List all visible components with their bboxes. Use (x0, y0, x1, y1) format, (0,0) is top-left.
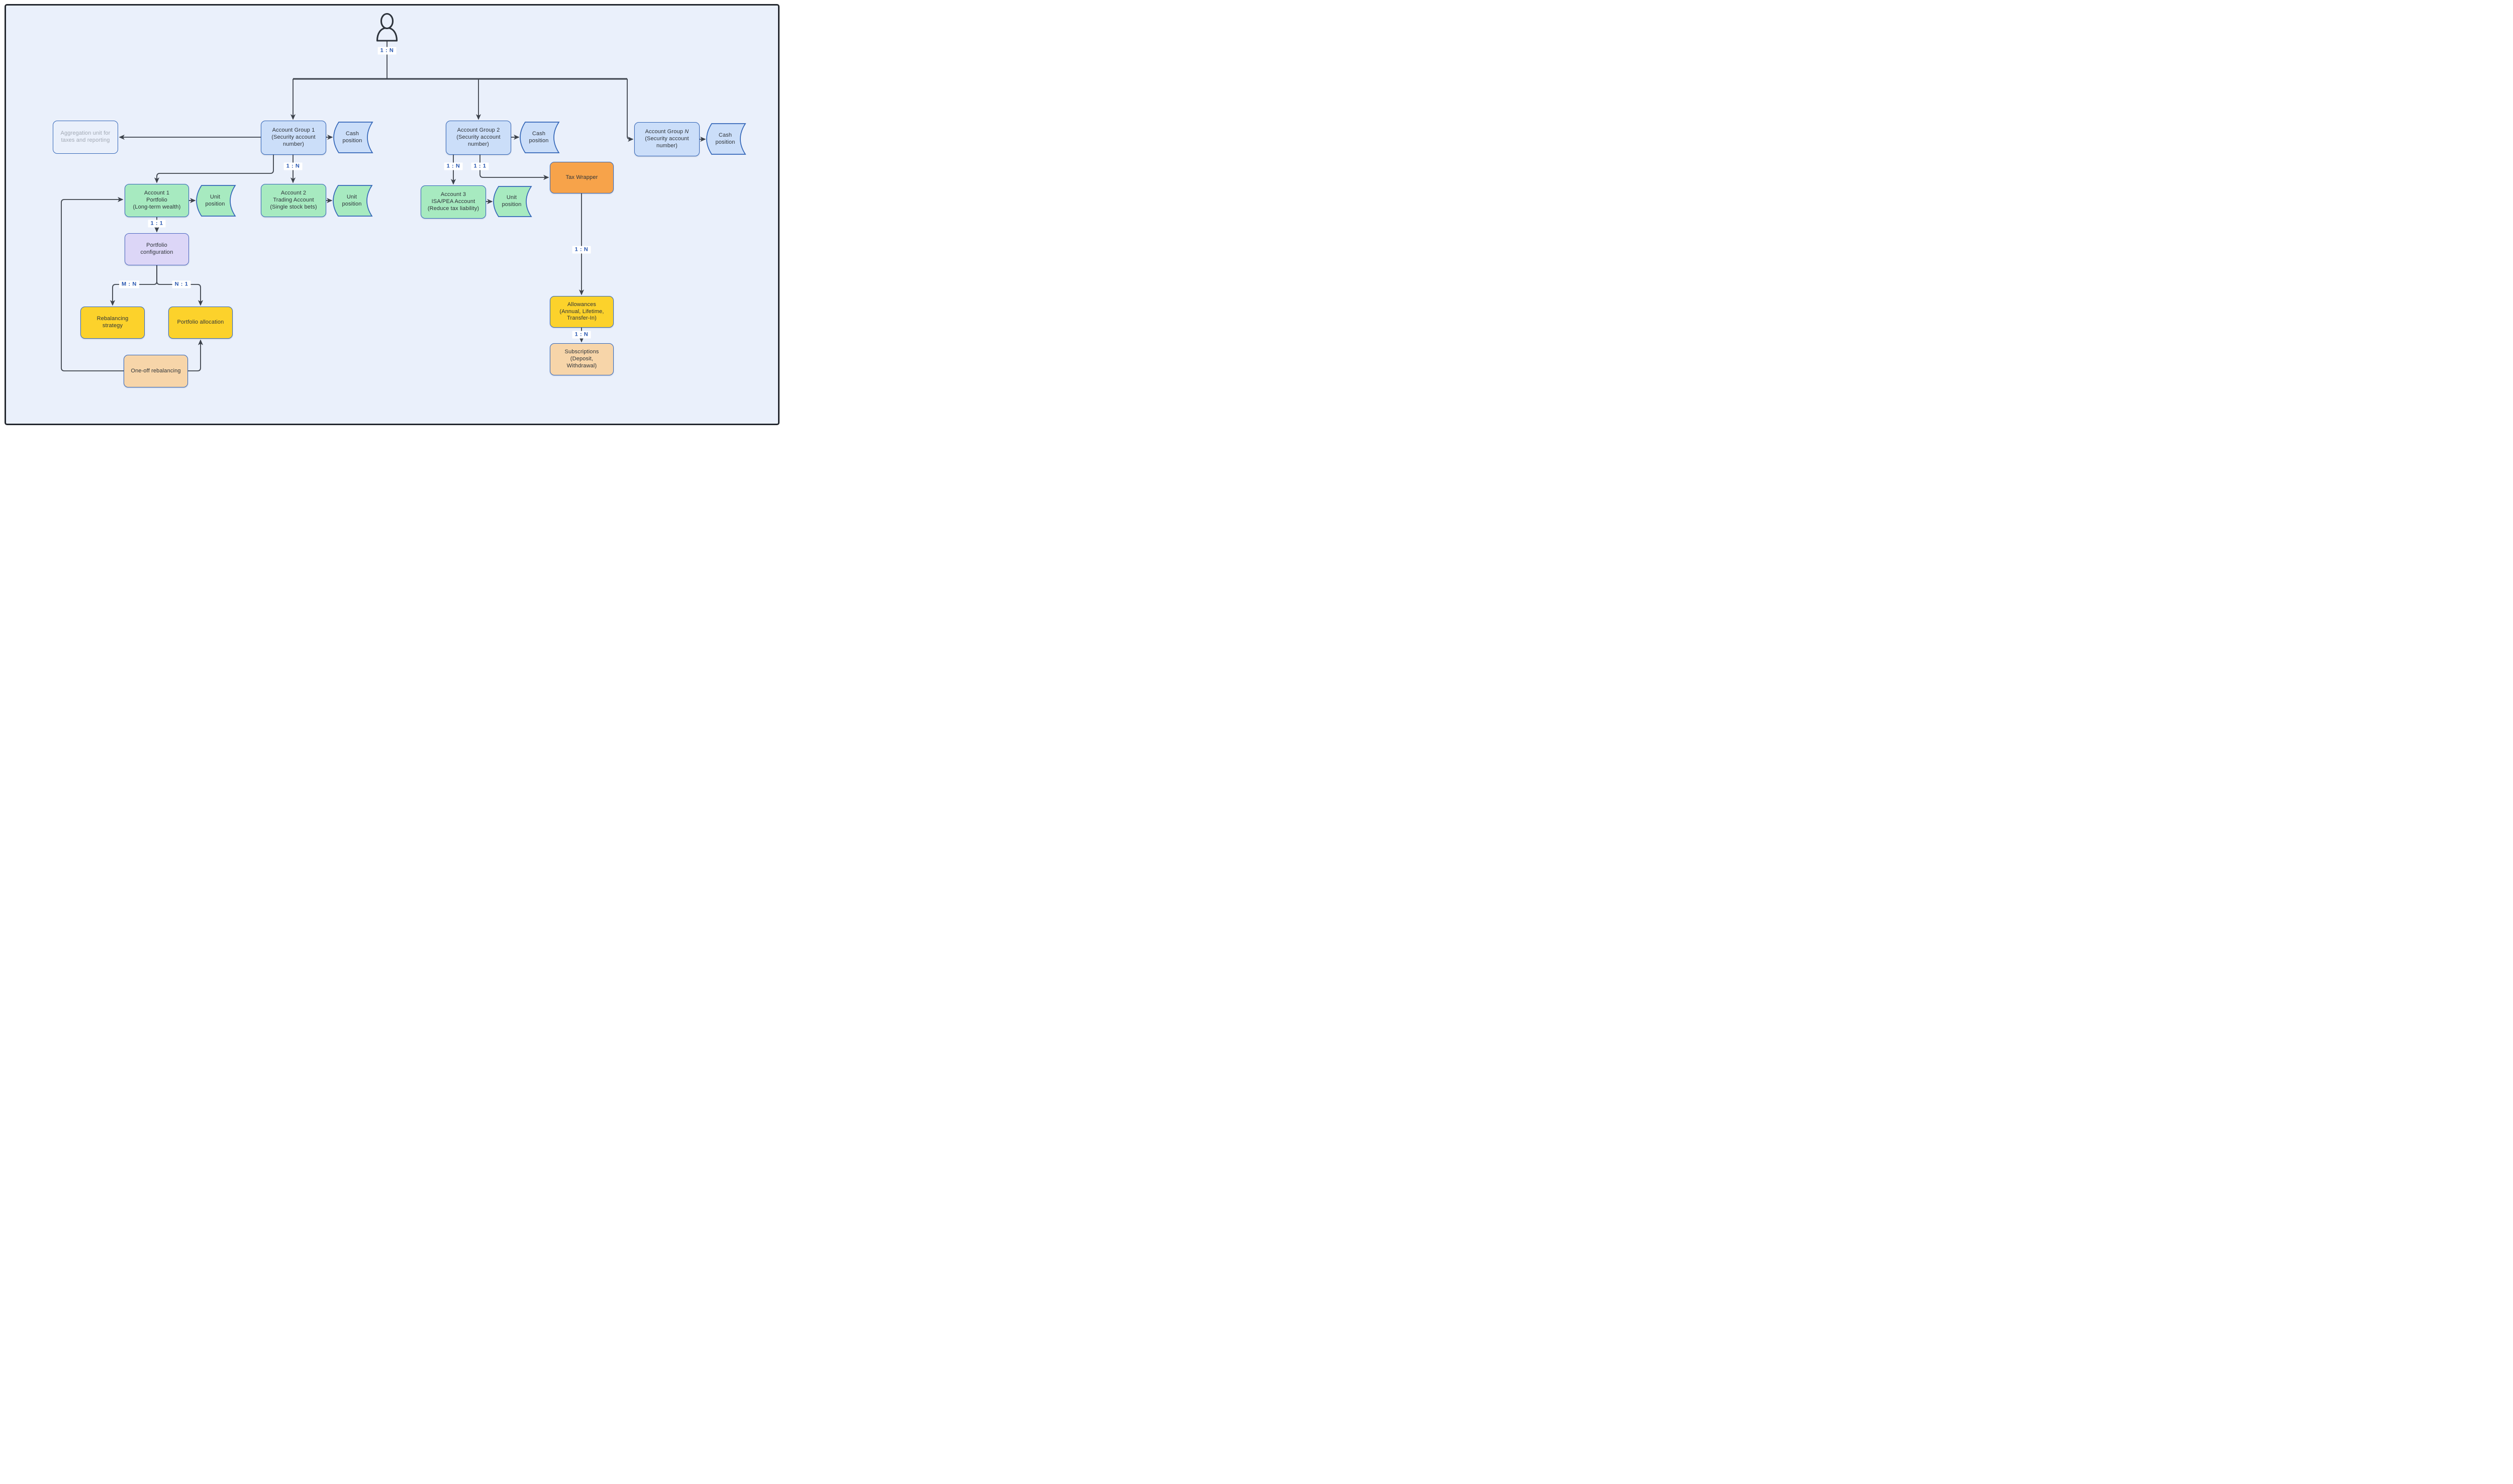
portfolio-allocation-node: Portfolio allocation (168, 307, 233, 339)
one-off-rebalancing-node: One-off rebalancing (124, 355, 188, 387)
relation-label-group2-to-account3: 1 : N (444, 162, 463, 170)
relation-label-account1-to-config: 1 : 1 (148, 220, 166, 228)
node-label: Tax Wrapper (565, 174, 598, 180)
allowances-node: Allowances(Annual, Lifetime,Transfer-In) (550, 296, 614, 328)
relation-label-group2-to-taxwrapper: 1 : 1 (471, 162, 489, 170)
document-shape (196, 185, 236, 217)
document-shape (333, 122, 373, 153)
relation-label-taxwrapper-to-allowances: 1 : N (572, 246, 591, 254)
document-shape (706, 123, 746, 155)
relation-label-config-to-allocation: N : 1 (172, 280, 191, 288)
node-label: Portfolio allocation (177, 319, 224, 326)
subscriptions-node: Subscriptions(Deposit,Withdrawal) (550, 343, 614, 375)
nodes-layer: 1 : N 1 : N 1 : N 1 : 1 1 : 1 M : N N : 1 1 : N… (0, 0, 784, 428)
document-shape (493, 186, 532, 217)
relation-label-allowances-to-subscriptions: 1 : N (572, 331, 591, 339)
node-label: Allowances(Annual, Lifetime,Transfer-In) (559, 301, 604, 322)
document-shape (333, 185, 373, 217)
node-label: Subscriptions(Deposit,Withdrawal) (564, 349, 599, 369)
relation-label-user-trunk: 1 : N (377, 47, 397, 55)
node-label: One-off rebalancing (131, 367, 181, 374)
diagram-stage: 1 : N 1 : N 1 : N 1 : 1 1 : 1 M : N N : 1 1 : N… (0, 0, 784, 428)
tax-wrapper-node: Tax Wrapper (550, 162, 614, 193)
document-shape (520, 122, 560, 153)
relation-label-group1-to-account2: 1 : N (283, 162, 303, 170)
relation-label-config-to-rebalancing: M : N (119, 280, 139, 288)
